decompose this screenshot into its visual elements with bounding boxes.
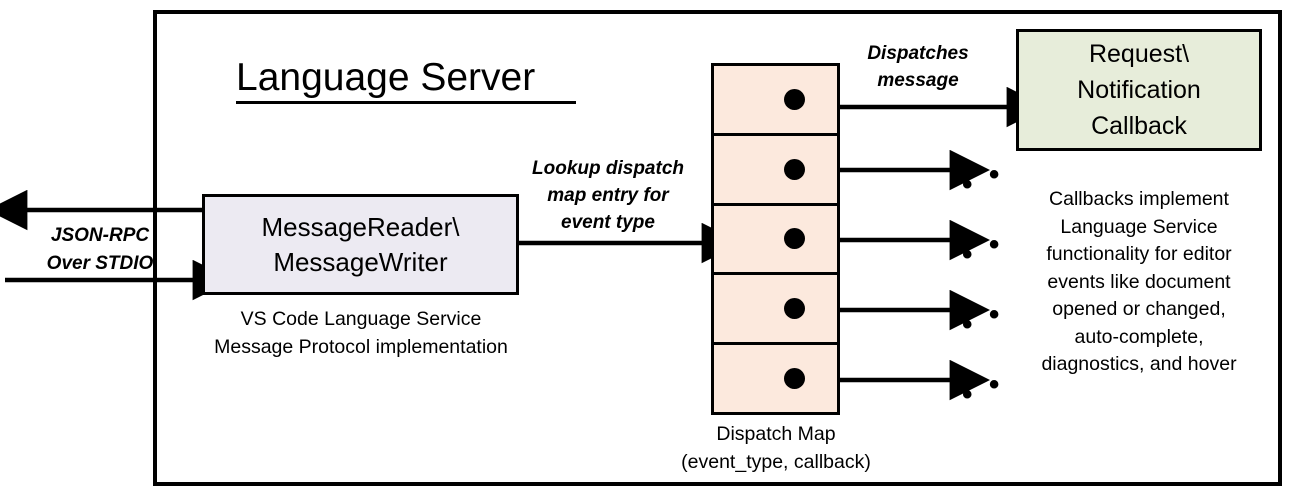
- dispatches-message-label: Dispatches message: [838, 40, 998, 94]
- json-rpc-label-line2: Over STDIO: [46, 253, 154, 274]
- lookup-label-line1: Lookup dispatch: [532, 158, 684, 179]
- ellipsis-row-2: • • •: [962, 158, 1004, 201]
- table-row[interactable]: [714, 66, 837, 136]
- table-row[interactable]: [714, 345, 837, 412]
- dispatches-label-line2: message: [877, 70, 959, 91]
- dispatches-label-line1: Dispatches: [867, 43, 969, 64]
- lookup-dispatch-label: Lookup dispatch map entry for event type: [513, 155, 703, 236]
- table-row[interactable]: [714, 206, 837, 276]
- page-title: Language Server: [236, 52, 576, 104]
- message-reader-writer-caption: VS Code Language Service Message Protoco…: [185, 305, 537, 361]
- message-reader-writer-box[interactable]: MessageReader\ MessageWriter: [202, 194, 519, 295]
- callback-description: Callbacks implement Language Service fun…: [1008, 186, 1270, 379]
- dispatch-map-table[interactable]: [711, 63, 840, 415]
- callback-desc-line7: diagnostics, and hover: [1041, 353, 1237, 375]
- callback-desc-line4: events like document: [1047, 270, 1231, 293]
- callback-desc-line5: opened or changed,: [1052, 298, 1226, 320]
- language-server-container: [153, 10, 1282, 486]
- ellipsis-row-4: • • •: [962, 298, 1004, 341]
- message-caption-line2: Message Protocol implementation: [214, 336, 508, 358]
- callback-desc-line6: auto-complete,: [1074, 325, 1204, 348]
- request-notification-callback-box[interactable]: Request\ Notification Callback: [1016, 29, 1262, 151]
- callback-desc-line3: functionality for editor: [1046, 243, 1232, 265]
- callback-dot-icon: [784, 158, 805, 180]
- dispatch-map-caption-line2: (event_type, callback): [681, 451, 871, 473]
- ellipsis-row-3: • • •: [962, 228, 1004, 271]
- lookup-label-line3: event type: [561, 212, 655, 233]
- callback-box-line3: Callback: [1091, 112, 1187, 140]
- message-reader-writer-line1: MessageReader\: [261, 211, 460, 242]
- callback-box-line2: Notification: [1077, 76, 1201, 104]
- json-rpc-label-line1: JSON-RPC: [50, 225, 150, 246]
- callback-dot-icon: [784, 228, 805, 250]
- callback-dot-icon: [784, 368, 805, 390]
- table-row[interactable]: [714, 136, 837, 206]
- callback-desc-line2: Language Service: [1060, 215, 1218, 238]
- ellipsis-row-5: • • •: [962, 368, 1004, 411]
- callback-box-line1: Request\: [1088, 40, 1190, 68]
- message-caption-line1: VS Code Language Service: [240, 308, 482, 330]
- callback-dot-icon: [784, 88, 805, 110]
- json-rpc-label: JSON-RPC Over STDIO: [20, 222, 180, 278]
- message-reader-writer-line2: MessageWriter: [273, 246, 448, 277]
- lookup-label-line2: map entry for: [547, 185, 669, 206]
- callback-dot-icon: [784, 298, 805, 320]
- table-row[interactable]: [714, 275, 837, 346]
- dispatch-map-caption: Dispatch Map (event_type, callback): [655, 420, 897, 476]
- dispatch-map-caption-line1: Dispatch Map: [716, 423, 836, 445]
- callback-desc-line1: Callbacks implement: [1049, 188, 1229, 210]
